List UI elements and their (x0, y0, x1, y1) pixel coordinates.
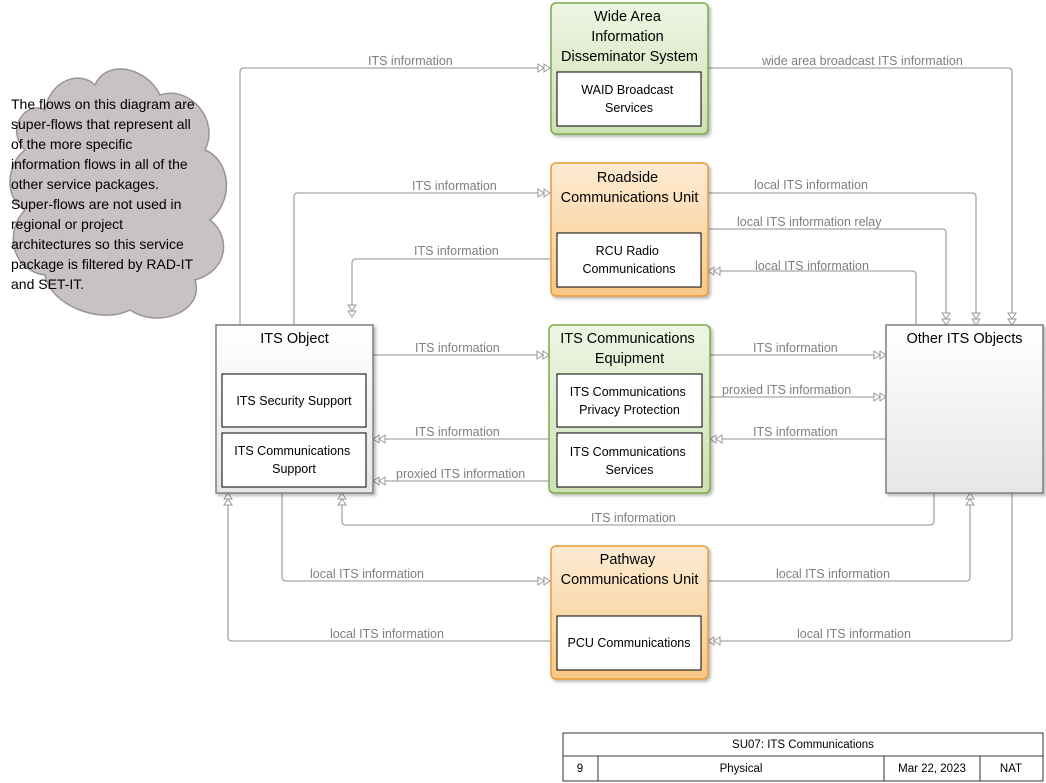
flow-labels: ITS information wide area broadcast ITS … (310, 54, 963, 641)
node-title: Other ITS Objects (906, 331, 1022, 347)
diagram-scope: NAT (1000, 763, 1022, 775)
flow-line (708, 492, 975, 582)
note-line: and SET-IT. (11, 276, 84, 292)
note-line: architectures so this service (11, 236, 184, 252)
flow-line (708, 192, 981, 326)
subsystem-its-communications-support[interactable] (221, 432, 367, 488)
node-title: Pathway Communications Unit (561, 552, 699, 588)
flow-line (223, 492, 551, 642)
title-block: SU07: ITS Communications 9 Physical Mar … (562, 732, 1044, 782)
flow-label: local ITS information (754, 178, 868, 192)
node-title: ITS Communications Equipment (560, 331, 699, 367)
node-title: Wide Area Information Disseminator Syste… (561, 9, 698, 65)
flow-label: local ITS information (310, 567, 424, 581)
flow-line (708, 228, 951, 326)
note-cloud: The flows on this diagram are super-flow… (9, 68, 227, 319)
node-its-communications-equipment[interactable]: ITS Communications Equipment ITS Communi… (548, 324, 711, 494)
flow-line (337, 492, 935, 526)
flow-line (707, 266, 917, 325)
node-waid-system[interactable]: Wide Area Information Disseminator Syste… (550, 2, 709, 135)
flow-label: ITS information (414, 244, 499, 258)
flow-label: ITS information (368, 54, 453, 68)
node-its-object[interactable]: ITS Object ITS Security Support ITS Comm… (215, 324, 374, 494)
flow-label: proxied ITS information (396, 467, 525, 481)
flow-line (707, 493, 1013, 646)
node-roadside-communications-unit[interactable]: Roadside Communications Unit RCU Radio C… (550, 162, 709, 297)
note-line: regional or project (11, 216, 123, 232)
flow-lines (223, 63, 1017, 646)
subsystem-label: ITS Communications Support (234, 444, 354, 476)
diagram-date: Mar 22, 2023 (898, 763, 966, 775)
subsystem-pcu-communications[interactable] (556, 615, 702, 671)
subsystem-label: ITS Security Support (236, 394, 352, 408)
note-line: The flows on this diagram are (11, 96, 195, 112)
note-line: package is filtered by RAD-IT (11, 256, 194, 272)
flow-line (347, 258, 551, 318)
flow-label: local ITS information (797, 627, 911, 641)
flow-label: proxied ITS information (722, 383, 851, 397)
node-pathway-communications-unit[interactable]: Pathway Communications Unit PCU Communic… (550, 545, 709, 680)
diagram-view: Physical (720, 763, 763, 775)
flow-label: local ITS information (330, 627, 444, 641)
flow-label: local ITS information (776, 567, 890, 581)
flow-line (239, 63, 551, 325)
subsystem-waid-broadcast[interactable] (556, 71, 702, 127)
flow-line (708, 67, 1017, 326)
flow-label: ITS information (753, 341, 838, 355)
subsystem-label: ITS Communications Services (570, 445, 690, 477)
subsystem-its-communications-privacy-protection[interactable] (556, 373, 703, 428)
flow-label: local ITS information (755, 259, 869, 273)
flow-label: ITS information (415, 425, 500, 439)
flow-label: local ITS information relay (737, 215, 882, 229)
subsystem-its-communications-services[interactable] (556, 432, 703, 488)
note-text: The flows on this diagram are super-flow… (11, 96, 199, 292)
note-line: of the more specific (11, 136, 132, 152)
note-line: super-flows that represent all (11, 116, 191, 132)
flow-label: ITS information (415, 341, 500, 355)
flow-label: ITS information (412, 179, 497, 193)
note-line: other service packages. (11, 176, 159, 192)
note-line: information flows in all of the (11, 156, 188, 172)
subsystem-label: ITS Communications Privacy Protection (570, 385, 690, 417)
node-other-its-objects[interactable]: Other ITS Objects (885, 324, 1044, 494)
subsystem-rcu-radio[interactable] (556, 232, 702, 288)
node-title: ITS Object (260, 331, 329, 347)
flow-line (281, 493, 551, 586)
flow-label: ITS information (753, 425, 838, 439)
node-title: Roadside Communications Unit (561, 170, 699, 206)
flow-line (293, 188, 551, 325)
flow-label: ITS information (591, 511, 676, 525)
subsystem-label: RCU Radio Communications (582, 244, 675, 276)
diagram-number: 9 (577, 763, 583, 775)
subsystem-its-security-support[interactable] (221, 373, 367, 428)
service-package-title: SU07: ITS Communications (732, 739, 874, 751)
subsystem-label: WAID Broadcast Services (581, 83, 676, 115)
note-line: Super-flows are not used in (11, 196, 181, 212)
flow-label: wide area broadcast ITS information (761, 54, 963, 68)
subsystem-label: PCU Communications (568, 636, 691, 650)
